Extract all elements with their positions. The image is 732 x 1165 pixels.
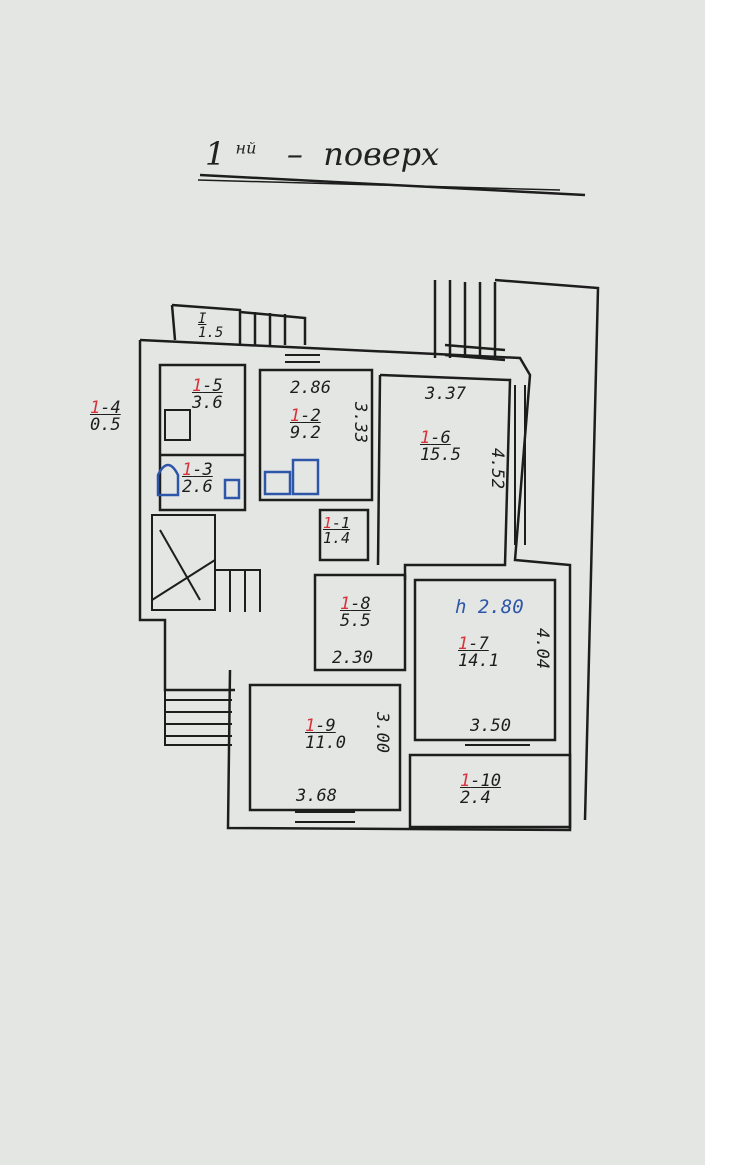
room-area: 5.5	[340, 611, 371, 631]
floor-number: 1	[205, 135, 226, 173]
dim-r9-length: 3.00	[372, 712, 392, 753]
room-area: 11.0	[305, 733, 346, 753]
room-1-6-west-wall	[376, 374, 382, 566]
room-area: 0.5	[90, 415, 121, 435]
room-area: 2.4	[460, 788, 491, 808]
porch-id: I	[198, 311, 207, 327]
room-id: -8	[350, 594, 371, 614]
room-area: 3.6	[192, 393, 223, 413]
room-id: -3	[192, 460, 213, 480]
room-1-9-walls	[248, 683, 402, 812]
room-prefix: 1	[305, 716, 316, 736]
room-prefix: 1	[340, 594, 351, 614]
room-id: -4	[100, 398, 121, 418]
room-id: -1	[332, 514, 351, 532]
title-underline-2	[197, 179, 561, 191]
room-prefix: 1	[90, 398, 101, 418]
room-1-6-walls	[379, 373, 512, 580]
room-prefix: 1	[323, 514, 333, 532]
room-id: -10	[470, 771, 501, 791]
room-area: 1.4	[323, 529, 351, 547]
room-area: 15.5	[420, 445, 461, 465]
title-dash: –	[286, 135, 303, 173]
outer-wall-east	[494, 278, 600, 821]
room-id: -5	[202, 376, 223, 396]
ceiling-height-label: h 2.80	[455, 596, 524, 618]
interior-staircase	[151, 514, 261, 612]
floor-word: поверх	[323, 135, 440, 173]
windows	[285, 354, 530, 823]
outer-wall-west	[138, 340, 235, 692]
room-1-1-walls	[318, 508, 370, 562]
floor-suffix: нй	[235, 138, 257, 158]
room-prefix: 1	[458, 634, 469, 654]
bottom-stairs	[164, 690, 232, 746]
room-id: -2	[300, 406, 321, 426]
dim-r7-length: 4.04	[532, 628, 552, 669]
dim-r2-length: 3.33	[350, 402, 370, 443]
room-area: 14.1	[458, 651, 499, 671]
kitchen-sink-icon	[263, 470, 292, 496]
paper-sheet	[0, 0, 705, 1165]
top-porch-stairs	[170, 303, 307, 345]
sink-icon	[223, 478, 241, 500]
room-prefix: 1	[420, 428, 431, 448]
room-1-8-walls	[313, 573, 407, 672]
dim-r6-width: 3.37	[425, 384, 466, 404]
room-1-7-walls	[413, 578, 557, 742]
bathtub-icon	[156, 463, 180, 497]
room-1-5-walls	[158, 363, 247, 512]
room-prefix: 1	[290, 406, 301, 426]
room-area: 9.2	[290, 423, 321, 443]
dim-r2-width: 2.86	[290, 378, 331, 398]
outer-wall	[139, 338, 572, 832]
room-area: 2.6	[182, 477, 213, 497]
room-id: -9	[315, 716, 336, 736]
dim-r8-width: 2.30	[332, 648, 373, 668]
room-id: -7	[468, 634, 489, 654]
room-prefix: 1	[192, 376, 203, 396]
dim-r6-length: 4.52	[487, 448, 507, 489]
dim-r7-width: 3.50	[470, 716, 511, 736]
top-right-stairs	[433, 280, 506, 362]
porch-area: 1.5	[198, 325, 224, 341]
stove-icon	[291, 458, 320, 496]
floor-title: 1 нй – поверх	[205, 135, 439, 173]
dim-r9-width: 3.68	[296, 786, 337, 806]
room-prefix: 1	[460, 771, 471, 791]
room-id: -6	[430, 428, 451, 448]
toilet-fixture	[164, 409, 191, 441]
room-prefix: 1	[182, 460, 193, 480]
room-1-2-walls	[258, 368, 374, 502]
room-1-10-walls	[408, 753, 572, 829]
